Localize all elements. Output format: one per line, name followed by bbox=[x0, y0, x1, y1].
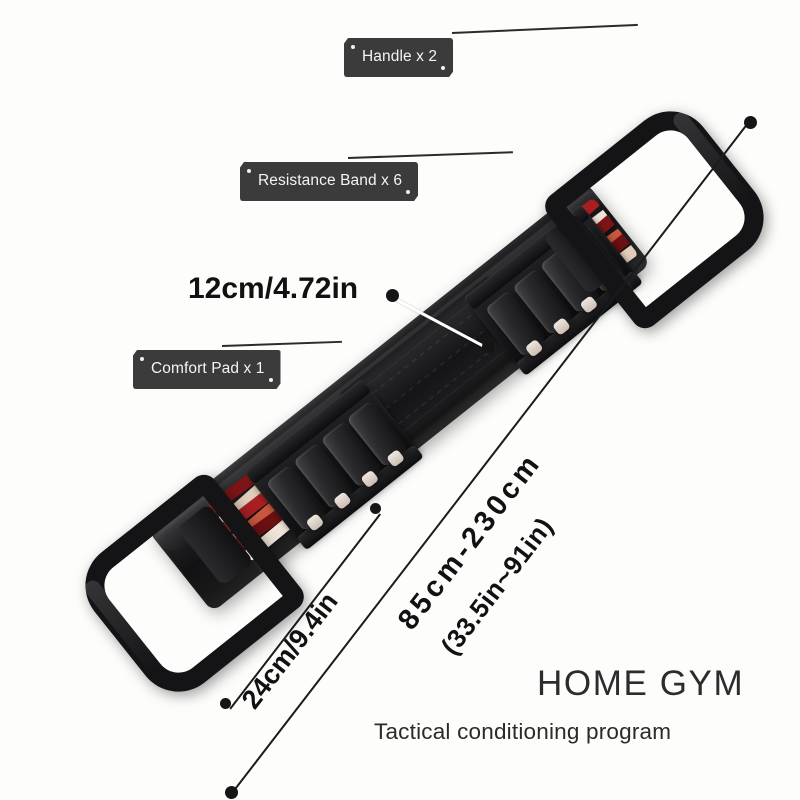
dimension-depth-endpoint-top bbox=[370, 503, 381, 514]
dimension-depth-endpoint-bottom bbox=[220, 698, 231, 709]
brand-title: HOME GYM bbox=[537, 664, 745, 703]
brand-subtitle: Tactical conditioning program bbox=[374, 719, 672, 744]
callout-comfort-pad-label: Comfort Pad x 1 bbox=[151, 360, 265, 377]
leader-line-resistance-band bbox=[347, 151, 513, 159]
callout-comfort-pad: Comfort Pad x 1 bbox=[133, 350, 281, 389]
tag-dot-top-left bbox=[140, 357, 144, 361]
tag-dot-bottom-right bbox=[406, 190, 410, 194]
dimension-width-endpoint-top bbox=[386, 289, 399, 302]
dimension-width-endpoint-bottom bbox=[482, 340, 495, 353]
tag-dot-bottom-right bbox=[441, 66, 445, 70]
leader-line-comfort-pad bbox=[221, 340, 342, 347]
tag-dot-top-left bbox=[351, 45, 355, 49]
callout-resistance-band: Resistance Band x 6 bbox=[240, 162, 418, 201]
tag-dot-bottom-right bbox=[269, 378, 273, 382]
callout-resistance-band-label: Resistance Band x 6 bbox=[258, 172, 403, 189]
dimension-length-endpoint-bottom bbox=[225, 786, 238, 799]
dimension-width-label: 12cm/4.72in bbox=[188, 272, 359, 305]
handle-left bbox=[59, 469, 310, 709]
dimension-length-endpoint-top bbox=[744, 116, 757, 129]
tag-dot-top-left bbox=[247, 169, 251, 173]
leader-line-handle bbox=[451, 23, 638, 34]
callout-handle: Handle x 2 bbox=[344, 38, 453, 77]
callout-handle-label: Handle x 2 bbox=[362, 48, 438, 65]
